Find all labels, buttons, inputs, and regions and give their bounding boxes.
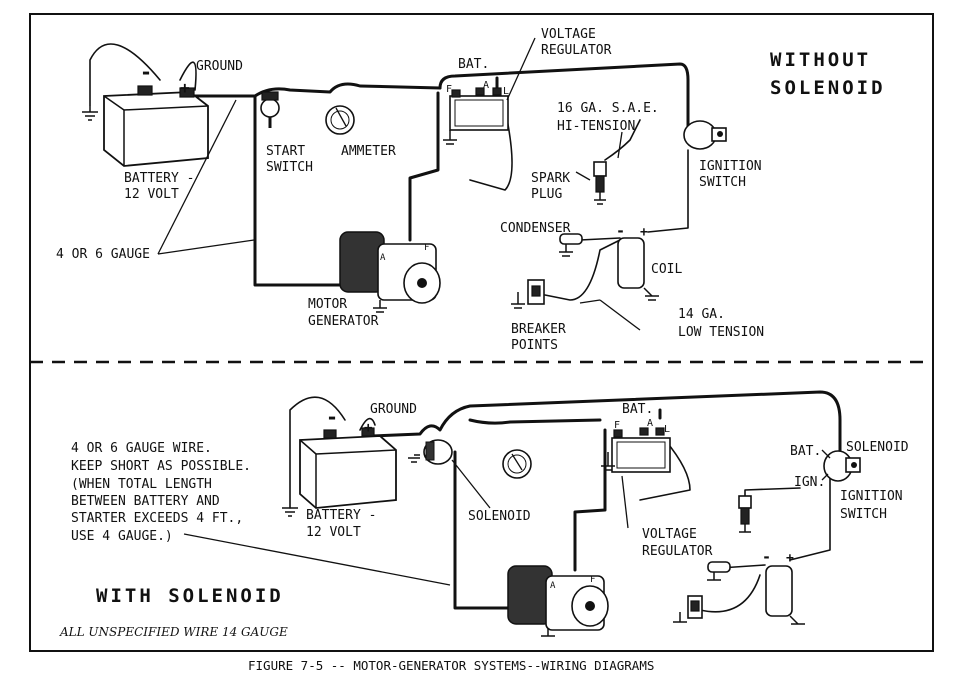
top-diagram: - + F A L <box>56 27 886 353</box>
generator-terminal-f: F <box>424 243 429 253</box>
figure-caption: FIGURE 7-5 -- MOTOR-GENERATOR SYSTEMS--W… <box>248 658 654 673</box>
low-tension-label-2: LOW TENSION <box>678 325 764 340</box>
battery-top: - + <box>103 60 209 167</box>
voltage-regulator-label-bottom-1: VOLTAGE <box>642 527 697 542</box>
start-switch-label-2: SWITCH <box>266 160 313 175</box>
start-switch-top <box>260 91 280 128</box>
ammeter-bottom <box>502 449 532 479</box>
motor-generator-top: A F <box>339 231 441 313</box>
top-title-line2: SOLENOID <box>770 77 886 99</box>
spark-plug-bottom <box>738 495 752 533</box>
coil-minus-sign: - <box>616 222 625 240</box>
ammeter-label-top: AMMETER <box>341 144 396 159</box>
gauge-wire-label-top: 4 OR 6 GAUGE <box>56 247 150 262</box>
condenser-label: CONDENSER <box>500 221 571 236</box>
ignition-switch-label-bottom-1: IGNITION <box>840 489 903 504</box>
breaker-points-label-2: POINTS <box>511 338 558 353</box>
solenoid-switch-label: SOLENOID <box>846 440 909 455</box>
hi-tension-label-2: HI-TENSION <box>557 119 635 134</box>
coil-plus-sign: + <box>640 225 648 240</box>
coil-bottom-minus: - <box>762 548 771 566</box>
voltage-regulator-top: F A L <box>443 80 509 145</box>
regulator-bottom-terminal-l: L <box>664 424 670 435</box>
gauge-note-line6: USE 4 GAUGE.) <box>71 529 173 544</box>
battery-plus-sign: + <box>180 78 190 97</box>
ignition-switch-top <box>683 120 727 150</box>
solenoid-label: SOLENOID <box>468 509 531 524</box>
regulator-bottom-terminal-f: F <box>614 420 620 431</box>
solenoid <box>408 439 453 465</box>
bottom-diagram: - + F A L <box>59 390 909 639</box>
motor-generator-label-1: MOTOR <box>308 297 347 312</box>
ignition-switch-label-top-1: IGNITION <box>699 159 762 174</box>
generator-terminal-a: A <box>380 253 386 263</box>
ignition-coil-bottom: - + <box>762 548 805 625</box>
gauge-note-line2: KEEP SHORT AS POSSIBLE. <box>71 459 251 474</box>
spark-plug-label-1: SPARK <box>531 171 570 186</box>
voltage-regulator-label-bottom-2: REGULATOR <box>642 544 713 559</box>
breaker-points-top <box>511 279 545 309</box>
battery-label-bottom-2: 12 VOLT <box>306 525 361 540</box>
ign-switch-label: IGN. <box>794 475 825 490</box>
regulator-bottom-terminal-a: A <box>647 418 653 429</box>
battery-bottom: - + <box>299 405 397 509</box>
figure-border <box>29 13 934 652</box>
bat-switch-label: BAT. <box>790 444 821 459</box>
ignition-switch-label-top-2: SWITCH <box>699 175 746 190</box>
coil-bottom-plus: + <box>786 551 794 566</box>
bat-label-bottom: BAT. <box>622 402 653 417</box>
ignition-switch-label-bottom-2: SWITCH <box>840 507 887 522</box>
battery-minus-sign: - <box>140 60 152 84</box>
unspecified-wire-note: ALL UNSPECIFIED WIRE 14 GAUGE <box>59 625 288 639</box>
breaker-points-label-1: BREAKER <box>511 322 566 337</box>
battery-bottom-plus: + <box>364 420 372 436</box>
generator-bottom-terminal-f: F <box>590 575 595 585</box>
voltage-regulator-label-top-1: VOLTAGE <box>541 27 596 42</box>
top-title-line1: WITHOUT <box>770 49 871 71</box>
start-switch-label-1: START <box>266 144 305 159</box>
voltage-regulator-bottom: F A L <box>601 418 671 473</box>
ignition-switch-bottom <box>823 450 861 482</box>
condenser-top <box>559 233 583 257</box>
gauge-note-line4: BETWEEN BATTERY AND <box>71 494 220 509</box>
battery-label-top-2: 12 VOLT <box>124 187 179 202</box>
gauge-note-line5: STARTER EXCEEDS 4 FT., <box>71 511 243 526</box>
battery-label-top-1: BATTERY - <box>124 171 194 186</box>
gauge-note-line1: 4 OR 6 GAUGE WIRE. <box>71 441 212 456</box>
battery-label-bottom-1: BATTERY - <box>306 508 376 523</box>
gauge-note-line3: (WHEN TOTAL LENGTH <box>71 477 212 492</box>
hi-tension-label-1: 16 GA. S.A.E. <box>557 101 659 116</box>
ground-label-top: GROUND <box>196 59 243 74</box>
generator-bottom-terminal-a: A <box>550 581 556 591</box>
ground-symbol-battery <box>82 105 98 121</box>
spark-plug-label-2: PLUG <box>531 187 562 202</box>
bottom-title: WITH SOLENOID <box>96 585 284 607</box>
regulator-terminal-a: A <box>483 80 489 91</box>
coil-label: COIL <box>651 262 682 277</box>
motor-generator-bottom: A F <box>507 565 609 637</box>
ground-label-bottom: GROUND <box>370 402 417 417</box>
battery-bottom-minus: - <box>326 405 338 429</box>
breaker-points-bottom <box>673 595 703 623</box>
spark-plug-top <box>593 161 607 205</box>
bat-label-top: BAT. <box>458 57 489 72</box>
voltage-regulator-label-top-2: REGULATOR <box>541 43 612 58</box>
regulator-terminal-l: L <box>503 86 509 97</box>
ignition-coil-top: - + <box>616 222 659 301</box>
ammeter-top <box>325 105 355 135</box>
low-tension-label-1: 14 GA. <box>678 307 725 322</box>
condenser-bottom <box>707 561 731 581</box>
ground-symbol-battery-bottom <box>282 507 298 517</box>
motor-generator-label-2: GENERATOR <box>308 314 379 329</box>
regulator-terminal-f: F <box>446 84 452 95</box>
